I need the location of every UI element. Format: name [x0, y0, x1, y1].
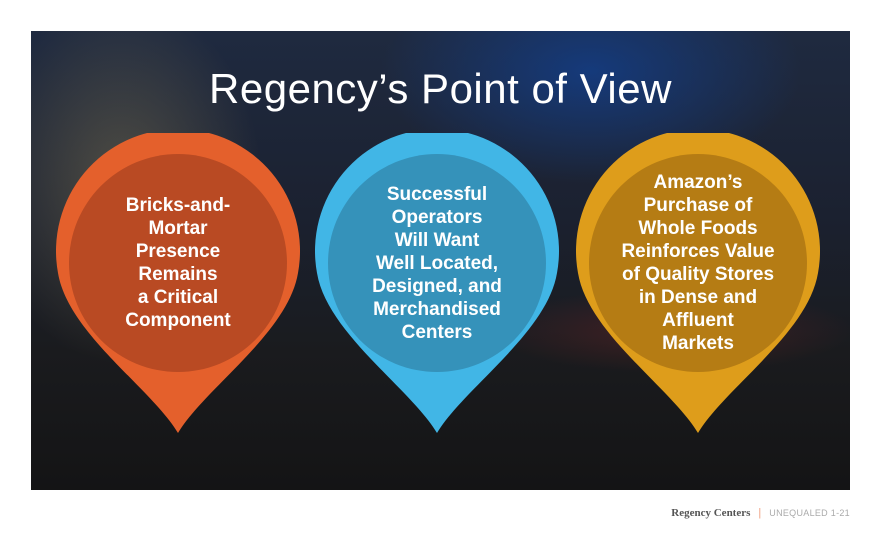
map-pin-icon: [315, 133, 559, 433]
footer-brand: Regency Centers: [671, 507, 751, 519]
pin-text-line: of Quality Stores: [621, 264, 775, 285]
pin-text-line: Component: [125, 310, 231, 331]
slide-background: Regency’s Point of View Bricks-and-Morta…: [31, 31, 850, 490]
pin-inner-circle: [69, 154, 287, 372]
map-pin-icon: [576, 133, 820, 433]
pin-text-line: Remains: [138, 264, 218, 285]
pin-text-line: Amazon’s: [653, 172, 743, 193]
pin-text-line: Well Located,: [375, 252, 499, 274]
pin-inner-circle: [589, 154, 807, 372]
pin-text-line: Reinforces Value: [621, 241, 775, 262]
pin-text-line: Affluent: [662, 310, 734, 331]
pin-text-line: Mortar: [148, 218, 208, 239]
map-pin-icon: [56, 133, 300, 433]
pin-text-line: in Dense and: [638, 287, 758, 308]
slide-title: Regency’s Point of View: [209, 65, 672, 112]
pin-text-line: Whole Foods: [638, 218, 758, 239]
pin-text-line: Presence: [135, 241, 221, 262]
footer-separator: |: [758, 507, 762, 519]
pin-text-line: Operators: [391, 206, 483, 228]
pin-text-line: Purchase of: [643, 195, 753, 216]
pin-text-line: a Critical: [137, 287, 219, 308]
footer: Regency Centers | UNEQUALED 1-21: [671, 507, 850, 519]
pin-text-line: Merchandised: [373, 298, 501, 320]
footer-page-label: UNEQUALED 1-21: [769, 508, 850, 518]
pin-text-line: Successful: [386, 183, 488, 205]
pin-inner-circle: [328, 154, 546, 372]
pin-text-line: Designed, and: [372, 275, 502, 297]
pin-text-line: Centers: [401, 321, 473, 343]
pin-text-line: Markets: [662, 333, 734, 354]
pin-text-line: Bricks-and-: [125, 195, 231, 216]
pin-text-line: Will Want: [394, 229, 480, 251]
